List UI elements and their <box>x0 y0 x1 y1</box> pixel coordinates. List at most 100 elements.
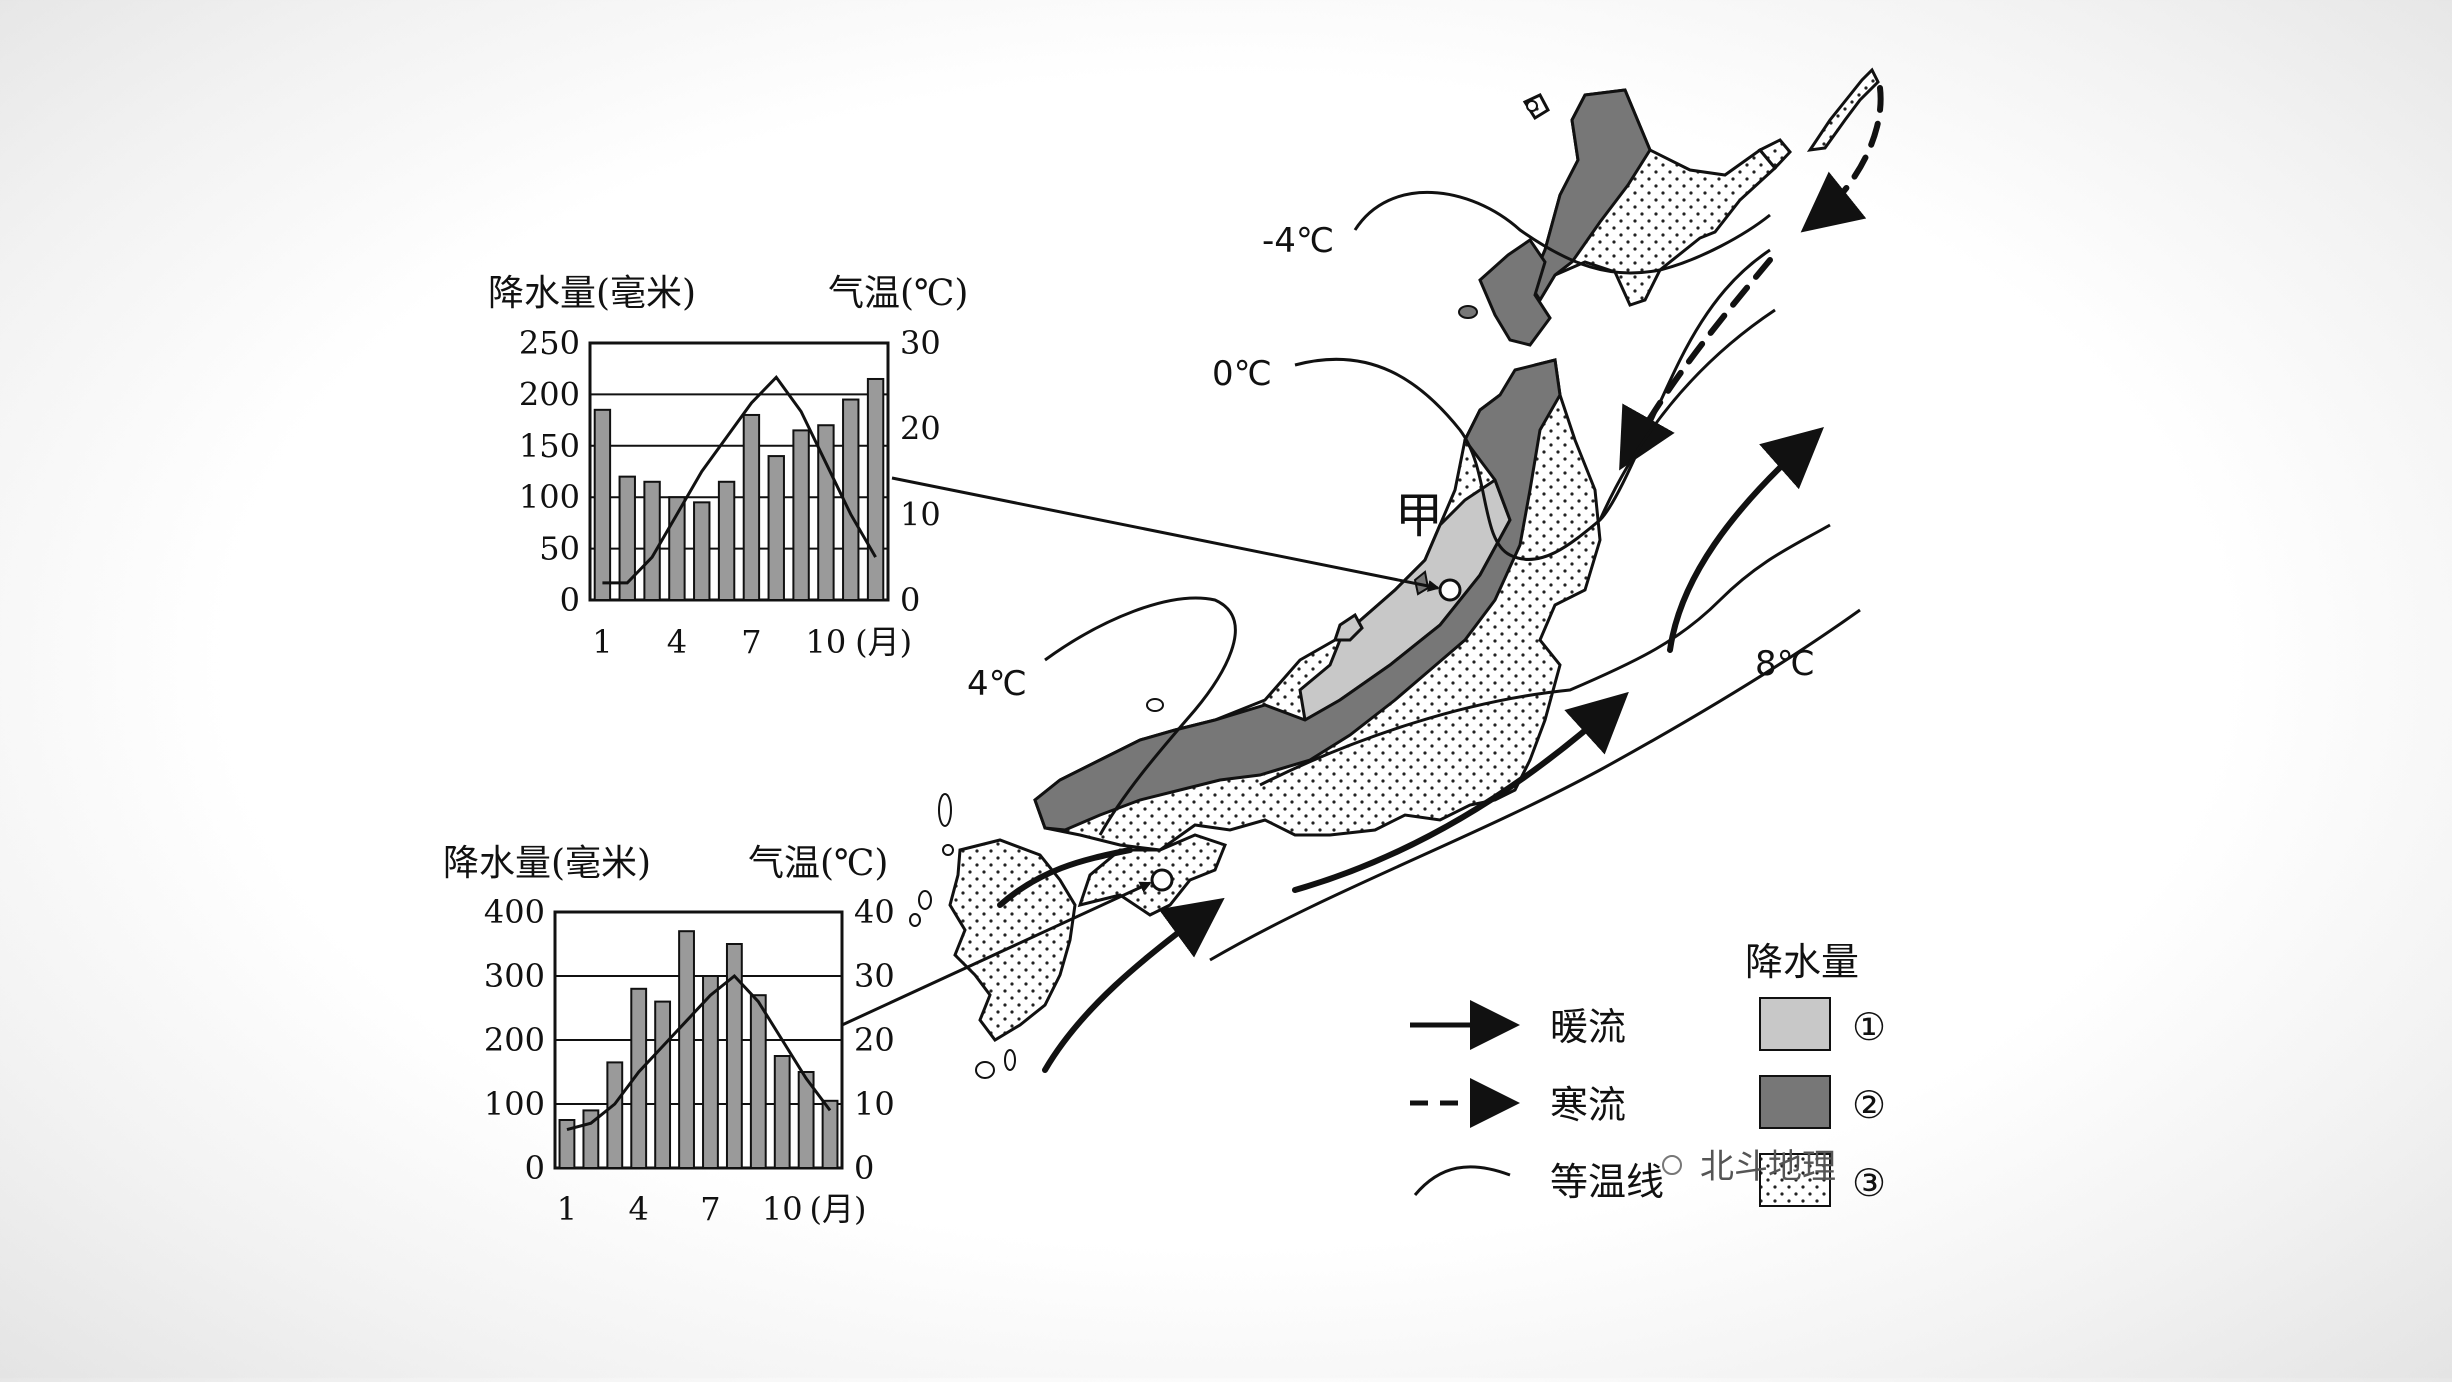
leader-arrow-jia <box>891 476 1440 592</box>
cold-current-oyashio-2 <box>1619 257 1773 471</box>
chart-right-tick-label: 0 <box>900 581 920 619</box>
precip-bar <box>749 994 767 1170</box>
chart-right-tick-label: 0 <box>854 1149 874 1187</box>
chart-x-tick-label: 1 <box>557 1190 577 1228</box>
chart-x-tick-label: 7 <box>741 623 761 661</box>
legend-zone-1-label: ① <box>1852 1005 1886 1049</box>
chart-right-tick-label: 30 <box>854 957 895 995</box>
precip-bar <box>606 1061 624 1170</box>
precip-bar <box>702 975 719 1169</box>
precip-bar <box>643 480 661 601</box>
chart-left-tick-label: 0 <box>560 581 580 619</box>
leader-arrow-south <box>841 881 1152 1027</box>
honshu-zone-2 <box>1033 358 1562 832</box>
warm-currents <box>997 427 1824 1073</box>
precip-bar <box>742 413 761 601</box>
precip-bar <box>630 987 648 1169</box>
isotherm-label-4: 4℃ <box>967 664 1027 704</box>
warm-current-kuroshio-2 <box>1292 691 1629 893</box>
chart-right-tick-label: 30 <box>900 324 941 362</box>
chart-left-tick-label: 200 <box>484 1021 545 1059</box>
chart-right-tick-label: 10 <box>854 1085 895 1123</box>
chart-left-tick-label: 100 <box>484 1085 545 1123</box>
precip-bar <box>678 930 695 1170</box>
chart-x-tick-label: 7 <box>700 1190 720 1228</box>
chart-x-tick-label: 4 <box>667 623 687 661</box>
precip-bar <box>717 480 736 601</box>
legend-zone-1-swatch <box>1759 997 1831 1051</box>
precip-bar <box>725 943 743 1169</box>
legend-zone-3-swatch <box>1759 1153 1831 1207</box>
hokkaido-east-tip <box>1757 138 1793 171</box>
watermark-icon <box>1662 1155 1682 1175</box>
chart-x-tick-label: 1 <box>592 623 612 661</box>
chart-right-tick-label: 40 <box>854 893 895 931</box>
oki-island <box>1146 698 1164 712</box>
okushiri-island <box>1458 305 1478 319</box>
legend-isotherm-symbol <box>1413 1165 1511 1196</box>
precip-bar <box>821 1099 839 1170</box>
legend-zone-2-swatch <box>1759 1075 1831 1129</box>
kyushu <box>948 838 1077 1042</box>
chart-x-tick-label: 10 <box>762 1190 803 1228</box>
goto-island-2 <box>909 913 921 927</box>
precip-bar <box>792 429 810 601</box>
chart-x-tick-label: 10 <box>806 623 847 661</box>
warm-current-kuroshio-1 <box>1042 897 1225 1073</box>
warm-current-kuroshio-3 <box>1667 427 1824 653</box>
chart-left-tick-label: 200 <box>519 375 580 413</box>
flow-line-2 <box>1598 308 1776 521</box>
precip-bar <box>593 408 612 601</box>
chart-left-axis-title: 降水量(毫米) <box>443 843 651 884</box>
thin-flow-lines <box>1209 308 1861 962</box>
flow-line-1 <box>1209 608 1861 962</box>
tsushima-island <box>938 793 952 827</box>
legend-zone-3-label: ③ <box>1852 1161 1886 1205</box>
isotherm-label-8: 8℃ <box>1755 644 1815 684</box>
isotherm-lines <box>1044 190 1831 836</box>
isotherm-minus4 <box>1353 190 1771 275</box>
chart-left-tick-label: 250 <box>519 324 580 362</box>
noto-peninsula <box>1332 612 1364 642</box>
place-label-jia: 甲 <box>1395 488 1443 544</box>
chart-plot-frame <box>588 341 890 602</box>
precip-bar <box>797 1071 815 1169</box>
chart-right-tick-label: 20 <box>900 410 941 448</box>
tanegashima-island <box>1004 1049 1016 1071</box>
chart-right-axis-title: 气温(℃) <box>828 273 968 314</box>
kuril-islands <box>1806 67 1880 152</box>
chart-left-tick-label: 300 <box>484 957 545 995</box>
legend-warm-current-label: 暖流 <box>1550 1005 1626 1049</box>
legend-precip-title: 降水量 <box>1745 940 1859 984</box>
oshima-peninsula <box>1478 237 1552 347</box>
chart-left-tick-label: 100 <box>519 478 580 516</box>
watermark-text: 北斗地理 <box>1700 1147 1836 1187</box>
station-jia <box>1438 578 1462 602</box>
watermark: 北斗地理 <box>1662 1147 1836 1187</box>
isotherm-4 <box>1044 596 1237 836</box>
yakushima-island <box>975 1061 995 1079</box>
iki-island <box>942 844 954 856</box>
chart-x-unit-label: (月) <box>810 1190 867 1228</box>
chart-left-tick-label: 150 <box>519 427 580 465</box>
precip-bar <box>773 1055 791 1169</box>
precip-bar <box>558 1119 576 1169</box>
chart-left-axis-title: 降水量(毫米) <box>488 273 696 314</box>
chart-right-tick-label: 20 <box>854 1021 895 1059</box>
chart-right-axis-title: 气温(℃) <box>748 843 888 884</box>
precip-bar <box>618 475 636 602</box>
precip-bar <box>866 377 885 602</box>
cold-current-oyashio-1 <box>1800 85 1884 233</box>
chart-right-tick-label: 10 <box>900 495 941 533</box>
precip-bar <box>654 1000 672 1169</box>
chart-x-unit-label: (月) <box>855 623 912 661</box>
temperature-line <box>566 973 832 1132</box>
isotherm-label-minus4: -4℃ <box>1262 221 1334 261</box>
cold-currents <box>1619 85 1884 471</box>
chart-left-tick-label: 0 <box>525 1149 545 1187</box>
warm-current-tsushima <box>997 847 1133 908</box>
